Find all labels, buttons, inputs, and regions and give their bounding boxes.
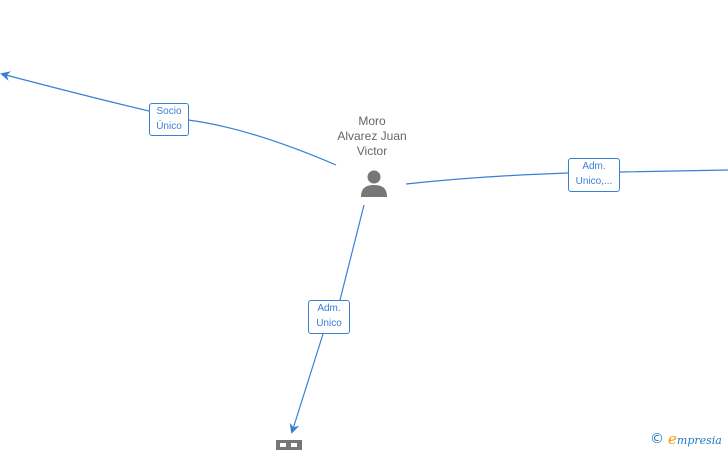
edge-label-text: Socio <box>156 106 182 117</box>
edge-adm-unico-bottom[interactable] <box>292 204 365 432</box>
person-name-line-3: Victor <box>356 144 388 158</box>
edge-label-socio-unico[interactable]: Socio Único <box>149 103 189 136</box>
person-name-line-1: Moro <box>358 114 386 128</box>
edge-label-adm-unico-bottom[interactable]: Adm. Unico <box>308 300 350 334</box>
brand-rest: mpresia <box>676 434 722 447</box>
edge-label-text: Unico,... <box>575 176 613 187</box>
brand-initial: e <box>668 430 677 448</box>
edge-label-text: Único <box>156 121 182 132</box>
person-node-name[interactable]: Moro Alvarez Juan Victor <box>331 114 413 159</box>
brand-logo[interactable]: empresia <box>668 430 722 448</box>
edge-label-adm-unico-right[interactable]: Adm. Unico,... <box>568 158 620 192</box>
person-icon[interactable] <box>359 169 389 199</box>
person-name-line-2: Alvarez Juan <box>337 129 407 143</box>
brand-watermark: © empresia <box>650 429 722 449</box>
company-building-icon[interactable] <box>276 440 302 450</box>
edge-label-text: Adm. <box>582 161 606 172</box>
copyright-icon: © <box>650 431 664 447</box>
edge-label-text: Adm. <box>317 303 341 314</box>
edge-adm-unico-right[interactable] <box>405 169 728 185</box>
edge-label-text: Unico <box>316 318 342 329</box>
